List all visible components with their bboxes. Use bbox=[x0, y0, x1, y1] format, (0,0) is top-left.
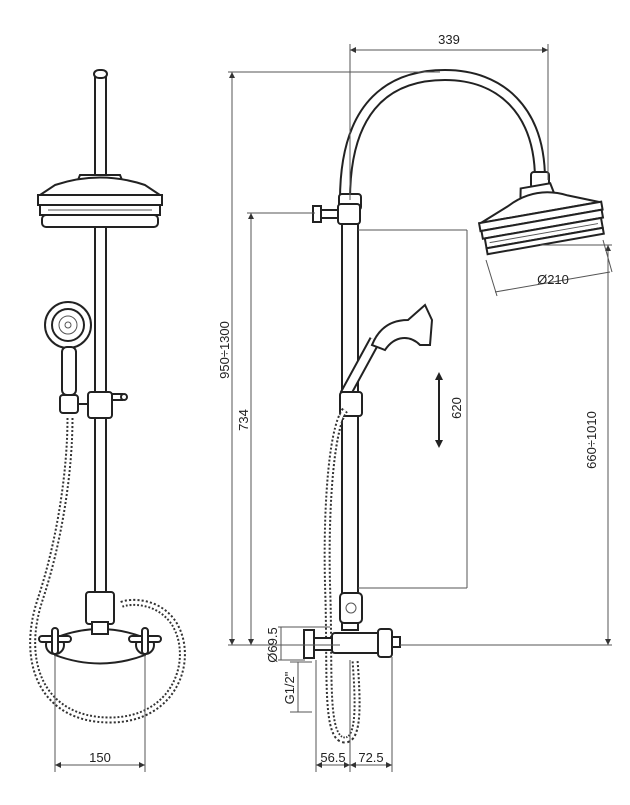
dim-head-diameter bbox=[485, 239, 613, 297]
dim-head-height bbox=[400, 244, 612, 646]
side-mixer bbox=[303, 592, 401, 659]
label-arm-reach: 339 bbox=[438, 32, 460, 47]
dim-bottom-offsets bbox=[315, 657, 393, 772]
front-view: 150 bbox=[29, 69, 186, 772]
label-thread: G1/2" bbox=[282, 671, 297, 704]
dim-overall-height bbox=[228, 71, 440, 646]
dim-734 bbox=[247, 212, 315, 645]
side-view: 339 950÷1300 734 620 bbox=[217, 32, 613, 772]
label-slide-travel: 620 bbox=[449, 397, 464, 419]
label-overall-height: 950÷1300 bbox=[217, 321, 232, 379]
label-734: 734 bbox=[236, 409, 251, 431]
dim-wall-spacing bbox=[54, 655, 146, 772]
side-hand-shower bbox=[339, 303, 434, 417]
label-offset-72-5: 72.5 bbox=[358, 750, 383, 765]
front-mixer bbox=[38, 591, 162, 665]
label-head-diameter: Ø210 bbox=[537, 272, 569, 287]
side-overhead-head bbox=[477, 182, 605, 256]
dim-thread bbox=[290, 661, 312, 713]
dim-arm-reach bbox=[349, 44, 549, 200]
front-hose bbox=[29, 417, 186, 724]
front-hand-shower bbox=[44, 301, 92, 414]
front-overhead-head bbox=[36, 174, 164, 228]
dim-cover-diameter bbox=[278, 626, 305, 661]
front-riser-pipe bbox=[94, 71, 107, 613]
front-rail-cap bbox=[93, 69, 108, 79]
side-hose bbox=[323, 407, 361, 744]
label-wall-spacing: 150 bbox=[89, 750, 111, 765]
label-offset-56-5: 56.5 bbox=[320, 750, 345, 765]
front-slider bbox=[78, 391, 128, 419]
label-cover-diameter: Ø69.5 bbox=[265, 627, 280, 662]
dim-slide-travel bbox=[358, 229, 468, 589]
side-wall-bracket bbox=[312, 203, 361, 225]
label-head-height: 660÷1010 bbox=[584, 411, 599, 469]
